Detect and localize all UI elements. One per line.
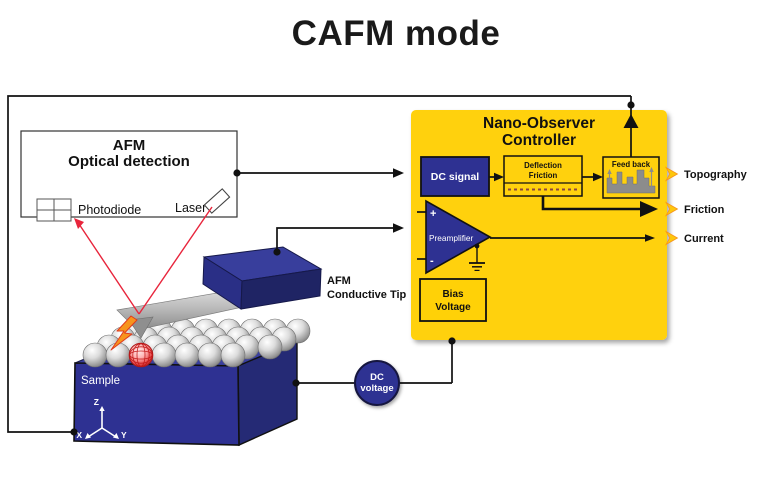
- axis-x-label: X: [76, 430, 82, 440]
- nanoparticle-sphere: [151, 342, 177, 368]
- optical-detection-box: AFM Optical detection Photodiode Laser: [20, 130, 238, 222]
- preamplifier-block: + - Preamplifier: [417, 199, 492, 275]
- optical-title-line1: AFM: [113, 137, 146, 154]
- preamplifier-label: Preamplifier: [429, 233, 474, 243]
- nanoparticle-sphere: [257, 334, 283, 360]
- controller-title-line2: Controller: [502, 132, 576, 149]
- deflection-signal-wire: [237, 168, 404, 178]
- lightning-bolt-icon: [110, 315, 138, 351]
- current-output-label: Current: [684, 233, 724, 245]
- topography-arrow-icon: [665, 167, 678, 181]
- junction-dots: [70, 101, 635, 436]
- photodiode-label: Photodiode: [78, 203, 141, 217]
- controller-box: Nano-Observer Controller DC signal Defle…: [411, 96, 667, 340]
- tip-current-wire: [276, 223, 404, 252]
- photodiode-icon: [36, 198, 72, 222]
- controller-title-line1: Nano-Observer: [483, 115, 595, 132]
- sample-label: Sample: [81, 375, 120, 387]
- laser-beam: [74, 206, 213, 315]
- laser-icon: [203, 188, 231, 214]
- bias-label-line2: Voltage: [435, 302, 471, 313]
- optical-title-line2: Optical detection: [68, 153, 190, 170]
- feedback-loop-wire: [7, 95, 631, 433]
- conductive-sphere: [128, 342, 154, 368]
- dc-voltage-source: DC voltage: [354, 360, 400, 406]
- nanoparticle-sphere: [105, 342, 131, 368]
- axes-icon: [85, 406, 119, 439]
- tip-holder-block: [202, 246, 323, 310]
- preamp-minus-label: -: [430, 255, 434, 267]
- preamp-plus-label: +: [430, 208, 436, 220]
- dc-signal-block: DC signal: [420, 156, 490, 197]
- controller-outputs: Topography Friction Current: [665, 167, 748, 245]
- bias-label-line1: Bias: [442, 289, 464, 300]
- current-arrow-icon: [665, 231, 678, 245]
- laser-arrowhead: [74, 218, 84, 229]
- bias-voltage-block: Bias Voltage: [419, 278, 487, 322]
- friction-output-label: Friction: [684, 204, 725, 216]
- probe-label-line2: Conductive Tip: [327, 289, 407, 301]
- dc-voltage-line1: DC: [370, 372, 384, 383]
- ground-icon: [469, 243, 485, 271]
- feedback-label: Feed back: [612, 160, 651, 169]
- laser-label: Laser: [175, 201, 206, 215]
- deflection-label-line1: Deflection: [524, 161, 562, 170]
- nanoparticle-sphere: [82, 342, 108, 368]
- waveform-icon: [606, 167, 656, 194]
- current-wire: [490, 234, 655, 242]
- dc-signal-label: DC signal: [431, 171, 480, 183]
- nanoparticle-sphere: [220, 342, 246, 368]
- axis-z-label: Z: [94, 397, 99, 407]
- probe-label-line1: AFM: [327, 275, 351, 287]
- topography-output-label: Topography: [684, 169, 748, 181]
- page-title: CAFM mode: [292, 14, 501, 53]
- nanoparticle-sphere: [174, 342, 200, 368]
- friction-wire: [541, 196, 658, 217]
- deflection-label-line2: Friction: [529, 171, 558, 180]
- axis-y-label: Y: [121, 430, 127, 440]
- friction-arrow-icon: [665, 202, 678, 216]
- dc-voltage-line2: voltage: [360, 383, 393, 394]
- nanoparticle-sphere: [197, 342, 223, 368]
